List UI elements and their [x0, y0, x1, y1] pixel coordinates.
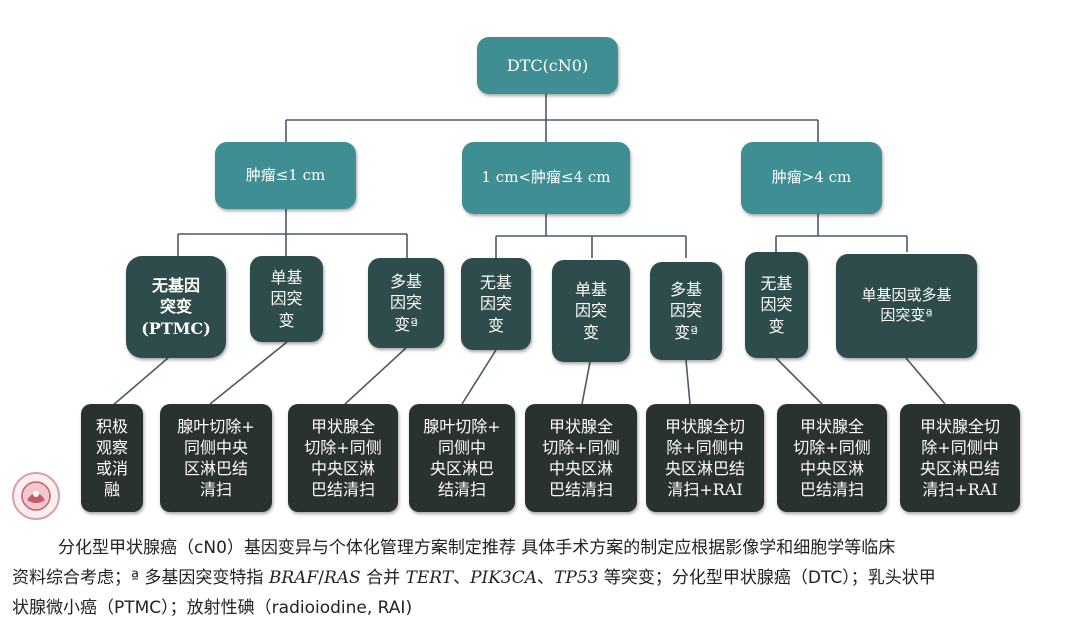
caption-text: 资料综合考虑；ª 多基因突变特指: [12, 568, 269, 588]
caption-separator: 、: [453, 568, 471, 588]
root-node: DTC(cN0): [477, 37, 618, 94]
lobectomy-node: 腺叶切除+ 同侧中央 区淋巴结 清扫: [160, 404, 272, 512]
gene-ras: RAS: [323, 568, 361, 588]
connector-l1-2: [495, 214, 687, 258]
single-mutation-node: 单基 因突 变: [250, 256, 323, 342]
journal-logo-icon: [12, 472, 60, 520]
gene-tert: TERT: [405, 568, 454, 588]
total-thyroidectomy-rai-node: 甲状腺全切 除+同侧中 央区淋巴结 清扫+RAI: [900, 404, 1020, 512]
multi-mutation-node: 多基 因突 变ª: [368, 258, 444, 348]
tumor-1-4cm-node: 1 cm<肿瘤≤4 cm: [462, 142, 630, 214]
tumor-le-1cm-node: 肿瘤≤1 cm: [215, 142, 356, 209]
total-thyroidectomy-node: 甲状腺全 切除+同侧 中央区淋 巴结清扫: [525, 404, 637, 512]
caption-separator: /: [318, 568, 324, 588]
multi-mutation-node: 多基 因突 变ª: [650, 262, 722, 360]
connector-root: [285, 94, 819, 142]
no-mutation-node: 无基 因突 变: [461, 258, 531, 350]
lobectomy-node: 腺叶切除+ 同侧中 央区淋巴 结清扫: [409, 404, 515, 512]
no-mutation-node: 无基 因突 变: [745, 252, 808, 358]
gene-tp53: TP53: [554, 568, 599, 588]
gene-pik3ca: PIK3CA: [470, 568, 538, 588]
total-thyroidectomy-node: 甲状腺全 切除+同侧 中央区淋 巴结清扫: [777, 404, 887, 512]
connector-l1-3: [775, 214, 908, 252]
gene-braf: BRAF: [268, 568, 319, 588]
single-or-multi-mutation-node: 单基因或多基 因突变ª: [836, 254, 977, 358]
figure-caption-line-1: 分化型甲状腺癌（cN0）基因变异与个体化管理方案制定推荐 具体手术方案的制定应根…: [58, 538, 896, 558]
caption-text: 等突变；分化型甲状腺癌（DTC）；乳头状甲: [598, 568, 936, 588]
caption-separator: 、: [537, 568, 555, 588]
total-thyroidectomy-rai-node: 甲状腺全切 除+同侧中 央区淋巴结 清扫+RAI: [646, 404, 764, 512]
connector-l1-1: [177, 209, 408, 258]
figure-caption-line-2: 资料综合考虑；ª 多基因突变特指 BRAF/RAS 合并 TERT、PIK3CA…: [12, 563, 1080, 588]
total-thyroidectomy-node: 甲状腺全 切除+同侧 中央区淋 巴结清扫: [288, 404, 398, 512]
single-mutation-node: 单基 因突 变: [552, 260, 630, 362]
caption-text: 合并: [360, 568, 406, 588]
observe-or-ablate-node: 积极 观察 或消 融: [81, 404, 143, 512]
figure-caption-line-3: 状腺微小癌（PTMC）；放射性碘（radioiodine, RAI): [12, 598, 413, 618]
tumor-gt-4cm-node: 肿瘤>4 cm: [741, 142, 882, 214]
no-mutation-ptmc-node: 无基因 突变 (PTMC): [126, 256, 226, 358]
connector-l2-l3: [111, 341, 946, 407]
